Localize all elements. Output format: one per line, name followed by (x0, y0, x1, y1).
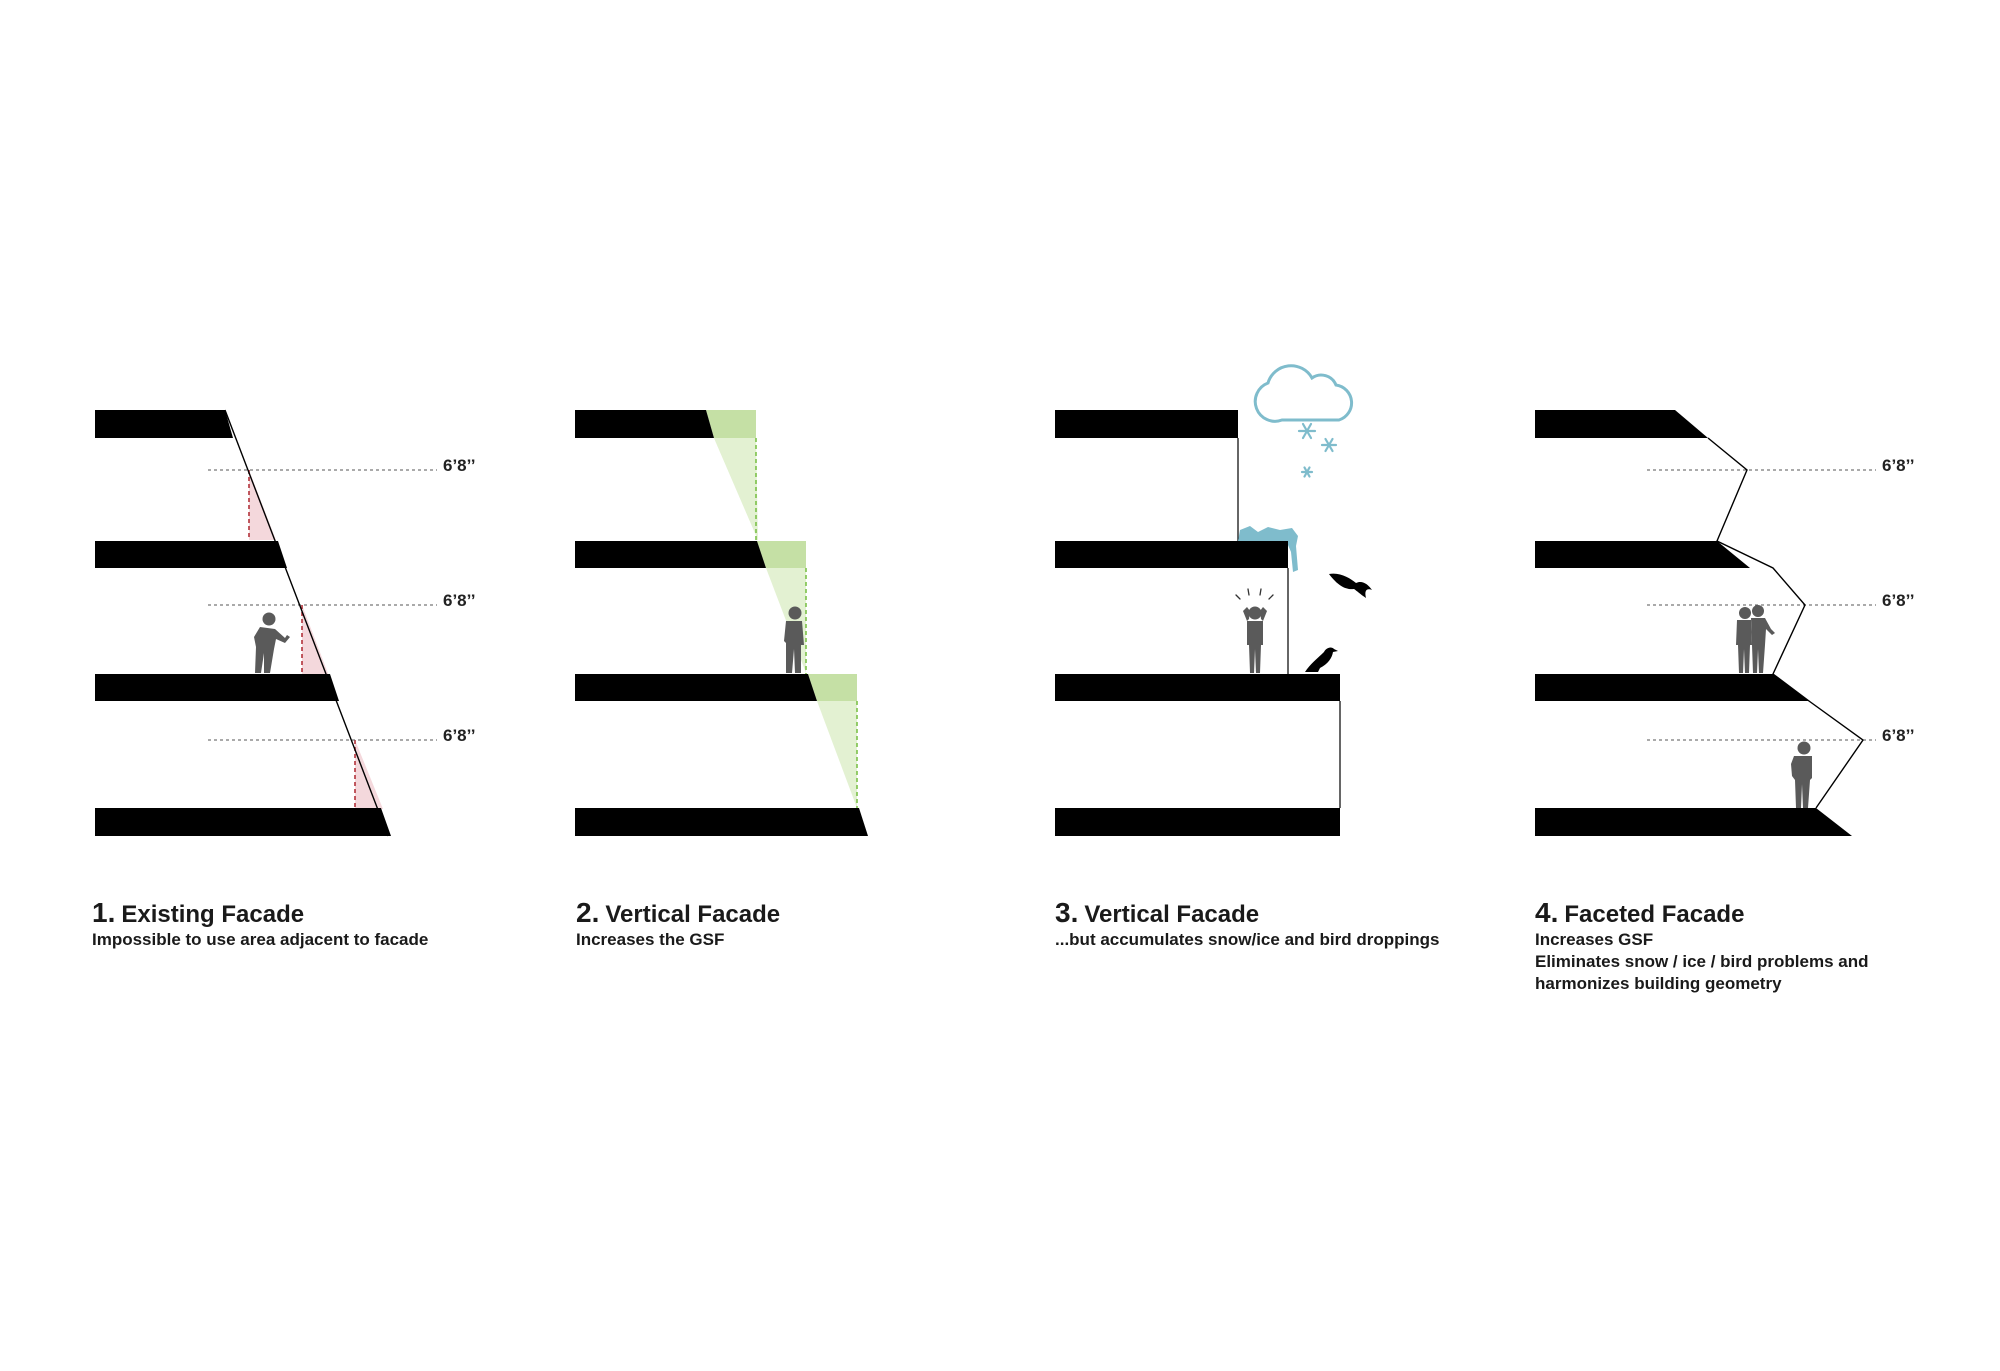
people-pair-silhouette (1736, 605, 1775, 673)
caption-number: 2. (576, 897, 600, 928)
caption-line: harmonizes building geometry (1535, 974, 1782, 993)
annoyed-person-silhouette (1235, 588, 1274, 673)
unusable-height-markers (248, 470, 356, 809)
panel-2-vertical-facade (575, 410, 868, 836)
dimension-label-2: 6’8’’ (1882, 591, 1914, 610)
clearance-lines (208, 469, 437, 741)
person-silhouette (1791, 741, 1812, 808)
added-area-1b (714, 438, 758, 540)
unusable-area-3 (355, 740, 383, 809)
dimension-label-3: 6’8’’ (1882, 726, 1914, 745)
caption-number: 1. (92, 897, 116, 928)
person-silhouette (254, 612, 290, 673)
vertical-facade-dashes (755, 438, 858, 808)
caption-line: Increases GSF (1535, 930, 1654, 949)
unusable-area-1 (249, 470, 276, 540)
floor-slabs (1535, 410, 1852, 836)
caption-panel-3: 3.Vertical Facade ...but accumulates sno… (1055, 897, 1439, 951)
caption-panel-4: 4.Faceted Facade Increases GSF Eliminate… (1535, 897, 1868, 995)
caption-line: Impossible to use area adjacent to facad… (92, 930, 429, 949)
gained-slab-area (706, 410, 857, 701)
floor-slabs (575, 410, 868, 836)
sloped-facade-line (224, 409, 389, 837)
panel-4-faceted-facade: 6’8’’ 6’8’’ 6’8’’ (1535, 410, 1914, 836)
caption-title-text: Vertical Facade (1084, 901, 1260, 928)
panel-1-existing-facade: 6’8’’ 6’8’’ 6’8’’ (95, 409, 475, 837)
snowflake-icons (1297, 422, 1338, 478)
caption-title: 4.Faceted Facade (1535, 897, 1868, 929)
caption-title: 1.Existing Facade (92, 897, 428, 929)
caption-number: 4. (1535, 897, 1559, 928)
faceted-facade-line (1707, 437, 1864, 809)
caption-title-text: Vertical Facade (605, 901, 781, 928)
added-area-3 (817, 701, 857, 808)
caption-line: Increases the GSF (576, 930, 725, 949)
dimension-label-1: 6’8’’ (443, 456, 475, 475)
floor-slabs (95, 410, 391, 836)
unusable-area-2 (302, 605, 329, 676)
caption-panel-2: 2.Vertical Facade Increases the GSF (576, 897, 780, 951)
dimension-label-1: 6’8’’ (1882, 456, 1914, 475)
caption-line: ...but accumulates snow/ice and bird dro… (1055, 930, 1440, 949)
ice-buildup (1238, 526, 1298, 572)
caption-number: 3. (1055, 897, 1079, 928)
flying-bird-icon (1329, 573, 1372, 598)
caption-title: 2.Vertical Facade (576, 897, 780, 929)
dimension-label-3: 6’8’’ (443, 726, 475, 745)
vertical-facade-lines (1237, 438, 1341, 808)
caption-line: Eliminates snow / ice / bird problems an… (1535, 952, 1869, 971)
cloud-icon (1253, 364, 1354, 423)
panel-3-vertical-facade-problems (1055, 364, 1372, 836)
caption-title-text: Existing Facade (121, 901, 305, 928)
floor-slabs (1055, 410, 1340, 836)
caption-title: 3.Vertical Facade (1055, 897, 1439, 929)
frustration-lines (1235, 588, 1274, 600)
dimension-label-2: 6’8’’ (443, 591, 475, 610)
caption-title-text: Faceted Facade (1564, 901, 1745, 928)
caption-panel-1: 1.Existing Facade Impossible to use area… (92, 897, 428, 951)
person-silhouette (784, 606, 804, 673)
perched-bird-icon (1305, 647, 1338, 672)
clearance-lines (1647, 469, 1876, 741)
